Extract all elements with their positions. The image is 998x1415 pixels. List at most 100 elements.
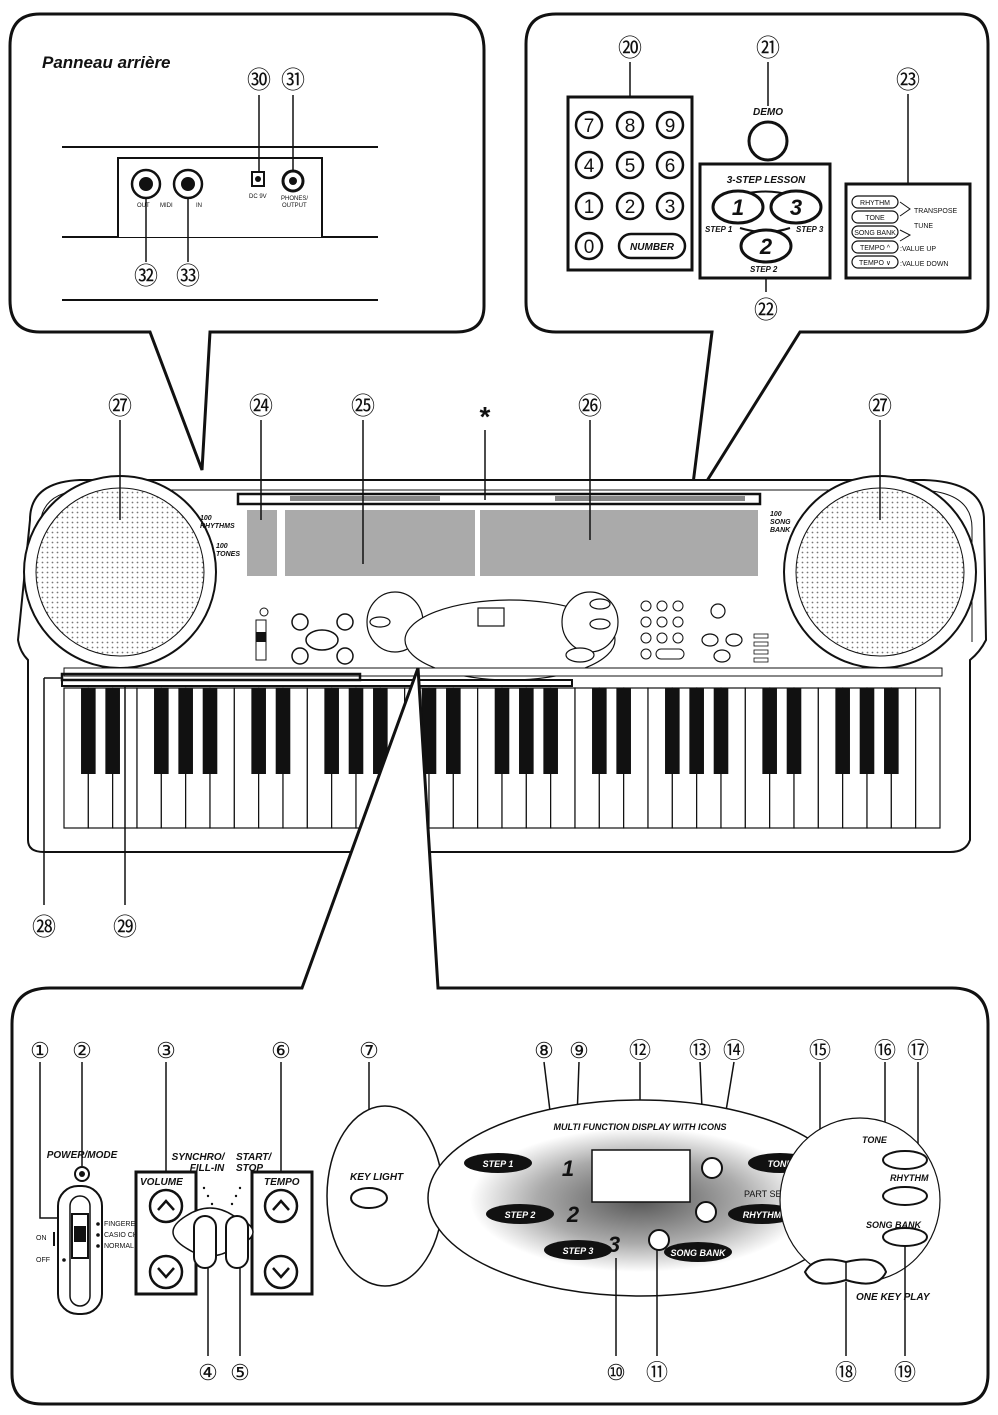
svg-text:DC 9V: DC 9V xyxy=(249,194,267,200)
svg-text:TEMPO ∨: TEMPO ∨ xyxy=(859,260,891,267)
keypad-digit-9-button[interactable] xyxy=(655,110,685,140)
callout-7: ⑨ xyxy=(569,1038,589,1063)
svg-text:START/STOP: START/STOP xyxy=(236,1152,272,1174)
function-button-2[interactable] xyxy=(851,225,899,239)
callout-11: ⑮ xyxy=(809,1038,831,1063)
svg-text:RHYTHM: RHYTHM xyxy=(743,1210,782,1220)
callout-9: ⑬ xyxy=(689,1038,711,1063)
song-bank-list-window xyxy=(480,510,758,576)
volume-down-button[interactable] xyxy=(148,1254,184,1290)
top-strip xyxy=(236,492,762,506)
lesson-step1-button[interactable] xyxy=(711,189,765,225)
song-bank-button-inner[interactable] xyxy=(664,1242,732,1262)
svg-text:STEP 3: STEP 3 xyxy=(796,225,824,234)
rear-panel-callout: Panneau arrière OUT MIDI IN DC 9V PHONES… xyxy=(8,12,486,471)
lcd-display xyxy=(591,1149,691,1203)
callout-bottom-13: ④ xyxy=(198,1360,218,1385)
callout-12: ⑯ xyxy=(874,1038,896,1063)
function-button-1[interactable] xyxy=(851,210,899,224)
power-mode-label: POWER/MODE xyxy=(47,1150,118,1161)
lesson-step2-button[interactable] xyxy=(739,228,793,264)
part-select-label: PART SELECT xyxy=(744,1189,805,1199)
rhythm-button-inner[interactable] xyxy=(728,1204,796,1224)
tone-button[interactable] xyxy=(882,1150,928,1170)
svg-text:8: 8 xyxy=(625,116,636,137)
keypad-digit-0-button[interactable] xyxy=(574,231,604,261)
lesson-step3-button[interactable] xyxy=(769,189,823,225)
number-button[interactable] xyxy=(617,232,687,260)
tempo-up-button[interactable] xyxy=(263,1188,299,1224)
key-light-button[interactable] xyxy=(350,1187,388,1209)
svg-text:4: 4 xyxy=(584,156,595,177)
step2-button[interactable] xyxy=(486,1204,554,1224)
svg-text:3: 3 xyxy=(608,1232,620,1257)
keypad-digit-6-button[interactable] xyxy=(655,150,685,180)
callout-21: ㉑ xyxy=(756,35,780,62)
svg-text:OFF: OFF xyxy=(36,1257,50,1264)
svg-text:SONG BANK: SONG BANK xyxy=(854,230,896,237)
keypad-digit-8-button[interactable] xyxy=(615,110,645,140)
svg-text::VALUE DOWN: :VALUE DOWN xyxy=(900,261,949,268)
function-button-4[interactable] xyxy=(851,255,899,269)
svg-text:1: 1 xyxy=(732,195,744,220)
keypad-digit-4-button[interactable] xyxy=(574,150,604,180)
keypad-digit-2-button[interactable] xyxy=(615,191,645,221)
svg-text:ON: ON xyxy=(36,1235,47,1242)
volume-up-button[interactable] xyxy=(148,1188,184,1224)
svg-text:TUNE: TUNE xyxy=(914,223,933,230)
tone-list-window xyxy=(285,510,475,576)
callout-asterisk: * xyxy=(480,401,491,432)
callout-28: ㉘ xyxy=(32,914,56,941)
svg-text:STEP 2: STEP 2 xyxy=(750,265,778,274)
one-key-play-label: ONE KEY PLAY xyxy=(856,1292,931,1303)
svg-text:STEP 1: STEP 1 xyxy=(705,225,733,234)
svg-text:STEP 3: STEP 3 xyxy=(563,1246,594,1256)
rhythm-button[interactable] xyxy=(882,1186,928,1206)
svg-text:SONG BANK: SONG BANK xyxy=(670,1248,727,1258)
svg-text:1: 1 xyxy=(584,197,595,218)
keypad-digit-7-button[interactable] xyxy=(574,110,604,140)
keypad-digit-3-button[interactable] xyxy=(655,191,685,221)
demo-label: DEMO xyxy=(753,107,783,118)
step3-button[interactable] xyxy=(544,1240,612,1260)
svg-text:RHYTHM: RHYTHM xyxy=(860,200,890,207)
keypad-digit-5-button[interactable] xyxy=(615,150,645,180)
callout-31: ㉛ xyxy=(281,67,305,94)
callout-23: ㉓ xyxy=(896,67,920,94)
song-bank-button[interactable] xyxy=(882,1227,928,1247)
svg-text:1: 1 xyxy=(562,1156,574,1181)
callout-4: ⑥ xyxy=(271,1038,291,1063)
callout-5: ⑦ xyxy=(359,1038,379,1063)
callout-bottom-17: ⑱ xyxy=(835,1360,857,1385)
svg-text:TONE: TONE xyxy=(865,215,885,222)
treble-clef-icon xyxy=(648,1229,670,1251)
svg-text:TONE: TONE xyxy=(862,1135,888,1145)
piano-icon xyxy=(701,1157,723,1179)
function-button-3[interactable] xyxy=(851,240,899,254)
start-stop-button[interactable] xyxy=(225,1215,249,1269)
keypad-digit-1-button[interactable] xyxy=(574,191,604,221)
svg-text:9: 9 xyxy=(665,116,676,137)
callout-20: ⑳ xyxy=(618,35,642,62)
tempo-down-button[interactable] xyxy=(263,1254,299,1290)
svg-text:OUT: OUT xyxy=(137,203,150,209)
svg-text:IN: IN xyxy=(196,203,202,209)
svg-text::VALUE UP: :VALUE UP xyxy=(900,246,936,253)
svg-text:0: 0 xyxy=(584,237,595,258)
function-button-0[interactable] xyxy=(851,195,899,209)
display-title: MULTI FUNCTION DISPLAY WITH ICONS xyxy=(554,1122,727,1132)
callout-32: ㉜ xyxy=(134,263,158,290)
callout-bottom-16: ⑪ xyxy=(646,1360,668,1385)
synchro-fill-in-button[interactable] xyxy=(193,1215,217,1269)
step1-button[interactable] xyxy=(464,1153,532,1173)
svg-text:STEP 2: STEP 2 xyxy=(505,1210,536,1220)
callout-29: ㉙ xyxy=(113,914,137,941)
callout-22: ㉒ xyxy=(754,297,778,324)
demo-button[interactable] xyxy=(747,120,789,162)
